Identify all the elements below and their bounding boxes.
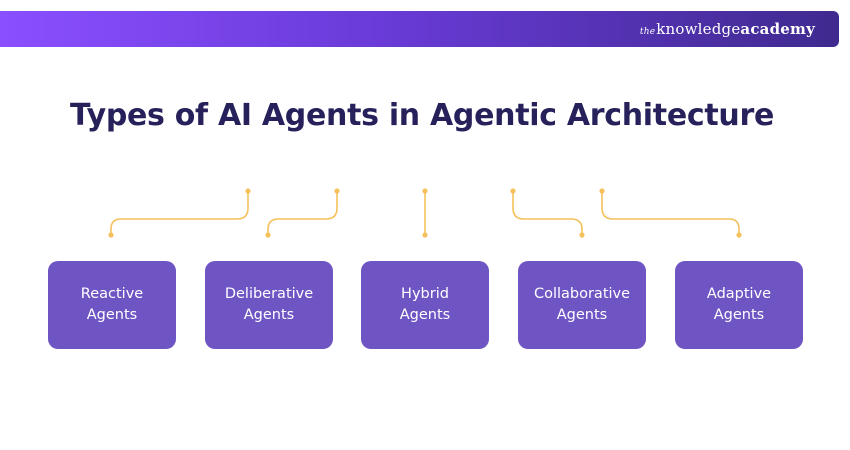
- connector-dot: [108, 232, 114, 238]
- agent-label-line2: Agents: [713, 307, 765, 323]
- connector-dot: [579, 232, 585, 238]
- agent-label-line1: Collaborative: [533, 286, 631, 302]
- agent-label-line1: Reactive: [80, 286, 144, 302]
- connector-dot: [265, 232, 271, 238]
- connector-dot: [422, 232, 428, 238]
- connector-collaborative: [512, 190, 583, 236]
- agent-label-line2: Agents: [556, 307, 608, 323]
- connector-dot: [422, 188, 428, 194]
- agent-label-line2: Agents: [243, 307, 295, 323]
- connector-dot: [510, 188, 516, 194]
- connector-dot: [599, 188, 605, 194]
- logo-academy: academy: [740, 20, 815, 38]
- agent-label-line2: Agents: [86, 307, 138, 323]
- page-title: Types of AI Agents in Agentic Architectu…: [69, 98, 775, 133]
- connector-dot: [334, 188, 340, 194]
- agent-label-line1: Deliberative: [224, 286, 314, 302]
- agent-label-line1: Adaptive: [706, 286, 772, 302]
- header-banner: theknowledgeacademy: [0, 11, 839, 47]
- connector-reactive: [110, 190, 249, 236]
- connector-adaptive: [601, 190, 740, 236]
- agent-label-line2: Agents: [399, 307, 451, 323]
- logo-the: the: [639, 27, 656, 37]
- logo-knowledge: knowledge: [656, 20, 741, 38]
- brand-logo[interactable]: theknowledgeacademy: [640, 20, 815, 38]
- connector-dot: [736, 232, 742, 238]
- connector-deliberative: [267, 190, 338, 236]
- agent-label-line1: Hybrid: [401, 286, 449, 302]
- connector-dot: [245, 188, 251, 194]
